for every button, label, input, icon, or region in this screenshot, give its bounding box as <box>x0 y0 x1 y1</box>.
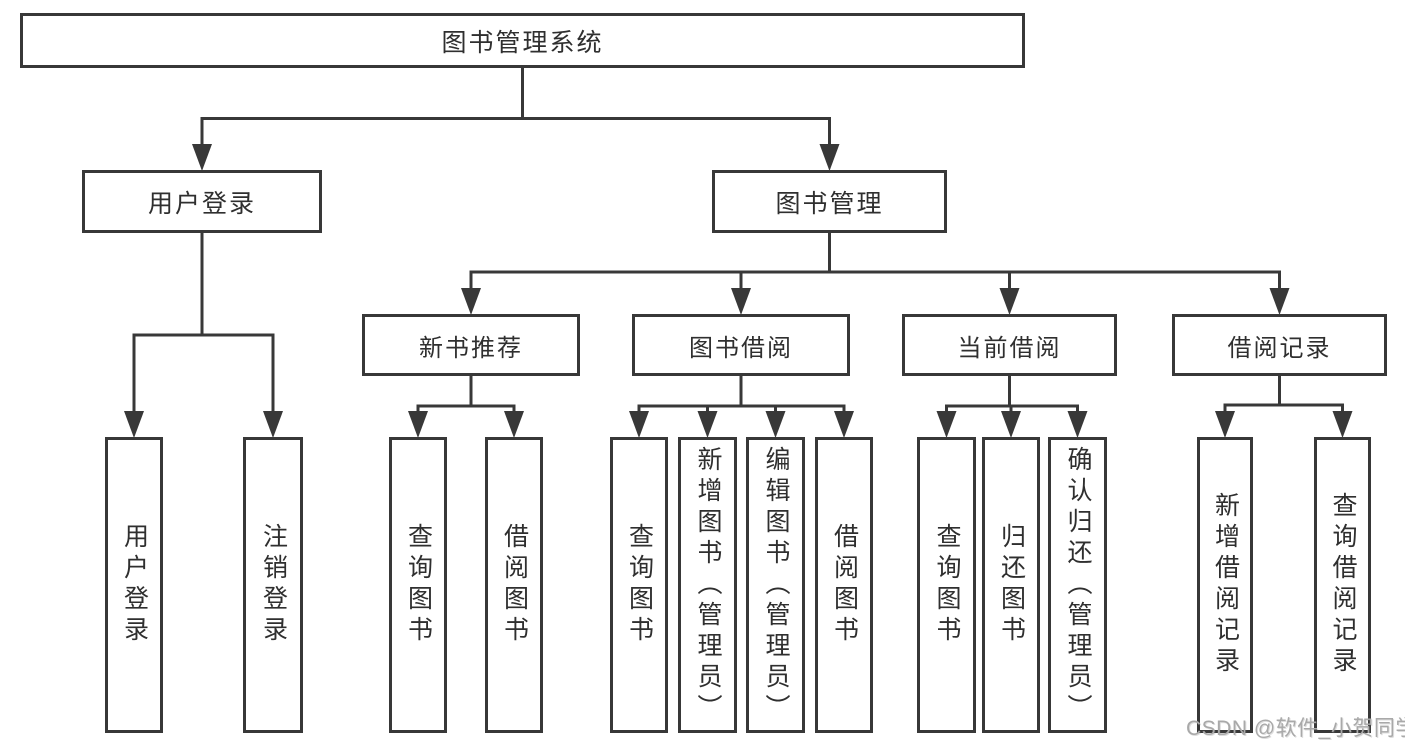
node-book-borrowing: 图书借阅 <box>632 314 850 376</box>
arrow-down-icon <box>504 411 524 438</box>
node-leaf-logout: 注销登录 <box>243 437 303 733</box>
arrow-down-icon <box>1001 411 1021 438</box>
node-label: 借阅图书 <box>830 523 859 647</box>
node-leaf-borrow-book: 借阅图书 <box>815 437 873 733</box>
node-leaf-user-login: 用户登录 <box>105 437 163 733</box>
connector-user-login-to-leaves <box>132 233 275 420</box>
arrow-down-icon <box>697 411 718 438</box>
node-label: 借阅记录 <box>1227 334 1332 362</box>
node-new-book-recommend: 新书推荐 <box>362 314 580 376</box>
node-label: 查询图书 <box>404 523 433 647</box>
node-label: 图书管理系统 <box>441 28 604 57</box>
node-leaf-add-borrow-record: 新增借阅记录 <box>1197 437 1253 733</box>
arrow-down-icon <box>1332 411 1353 438</box>
arrow-down-icon <box>124 411 144 438</box>
arrow-down-icon <box>1215 411 1235 438</box>
arrow-down-icon <box>1269 288 1290 315</box>
node-leaf-query-book-current: 查询图书 <box>917 437 976 733</box>
node-label: 新增借阅记录 <box>1211 492 1240 678</box>
connector-new-book-rec-to-leaves <box>416 376 516 418</box>
node-borrow-records: 借阅记录 <box>1172 314 1387 376</box>
arrow-down-icon <box>1067 411 1088 438</box>
arrow-down-icon <box>629 411 649 438</box>
node-label: 确认归还（管理员） <box>1064 445 1092 725</box>
node-label: 新书推荐 <box>419 334 523 362</box>
arrow-down-icon <box>461 288 481 315</box>
arrow-down-icon <box>408 411 428 438</box>
node-leaf-return-book: 归还图书 <box>982 437 1040 733</box>
node-label: 图书借阅 <box>689 334 793 362</box>
node-label: 当前借阅 <box>957 334 1062 362</box>
node-leaf-query-book-borrowing: 查询图书 <box>610 437 668 733</box>
node-leaf-edit-book-admin: 编辑图书（管理员） <box>746 437 805 733</box>
arrow-down-icon <box>999 288 1020 315</box>
arrowheads <box>124 144 1353 438</box>
node-current-borrowing: 当前借阅 <box>902 314 1117 376</box>
arrow-down-icon <box>765 411 786 438</box>
node-leaf-add-book-admin: 新增图书（管理员） <box>678 437 737 733</box>
node-label: 查询图书 <box>933 523 961 647</box>
node-user-login: 用户登录 <box>82 170 322 233</box>
node-leaf-query-book-recommend: 查询图书 <box>389 437 447 733</box>
node-label: 编辑图书（管理员） <box>762 445 790 725</box>
connector-root-to-level2 <box>200 68 831 150</box>
csdn-watermark: CSDN @软件_小贺同学 <box>1186 717 1405 740</box>
arrow-down-icon <box>192 144 212 171</box>
node-label: 用户登录 <box>120 523 149 647</box>
node-label: 注销登录 <box>259 523 288 647</box>
connector-book-mgmt-to-level3 <box>469 233 1281 295</box>
node-label: 新增图书（管理员） <box>694 445 722 725</box>
node-leaf-confirm-return-admin: 确认归还（管理员） <box>1048 437 1107 733</box>
arrow-down-icon <box>936 411 957 438</box>
node-root-library-management-system: 图书管理系统 <box>20 13 1025 68</box>
arrow-down-icon <box>834 411 854 438</box>
arrow-down-icon <box>263 411 283 438</box>
connector-book-borrow-to-leaves <box>637 376 846 418</box>
node-book-management: 图书管理 <box>712 170 947 233</box>
node-label: 归还图书 <box>997 523 1026 647</box>
node-label: 借阅图书 <box>500 523 529 647</box>
node-label: 用户登录 <box>147 189 256 218</box>
arrow-down-icon <box>731 288 751 315</box>
node-label: 查询图书 <box>625 523 654 647</box>
node-leaf-borrow-book-recommend: 借阅图书 <box>485 437 543 733</box>
arrow-down-icon <box>819 144 840 171</box>
node-label: 查询借阅记录 <box>1329 492 1357 678</box>
connector-borrow-records-to-leaves <box>1223 376 1344 418</box>
node-label: 图书管理 <box>775 189 884 218</box>
node-leaf-query-borrow-record: 查询借阅记录 <box>1314 437 1371 733</box>
